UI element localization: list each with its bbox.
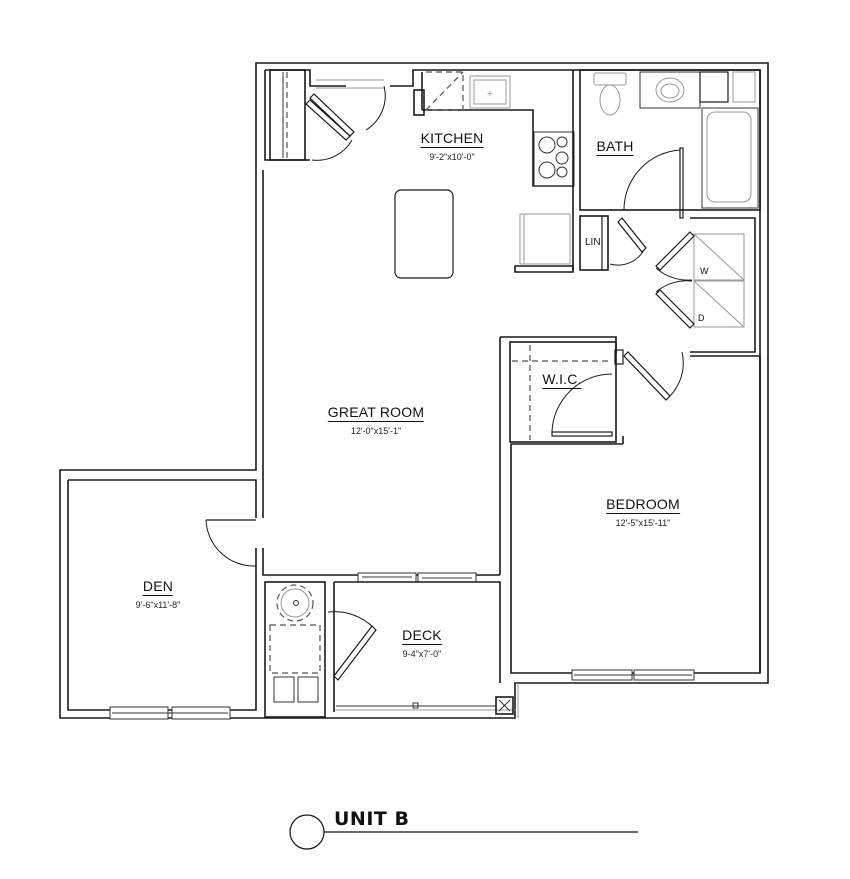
room-label-den: DEN 9'-6"x11'-8" <box>136 578 181 610</box>
room-label-linen: LIN. <box>585 237 604 248</box>
room-dimensions: 12'-0"x15'-1" <box>350 426 402 436</box>
room-label-wic: W.I.C. <box>542 371 582 389</box>
bath-door[interactable] <box>623 147 684 219</box>
room-label-great-room: GREAT ROOM 12'-0"x15'-1" <box>327 404 425 436</box>
wic-door[interactable] <box>551 373 613 437</box>
deck-door[interactable] <box>327 611 377 681</box>
den <box>109 706 231 720</box>
room-label-kitchen: KITCHEN 9'-2"x10'-0" <box>420 130 484 162</box>
bedroom <box>510 355 761 681</box>
exterior-walls <box>59 62 769 719</box>
walk-in-closet <box>499 336 624 575</box>
room-name: W.I.C. <box>542 371 582 389</box>
entry-closet <box>269 69 306 161</box>
bath <box>579 69 761 211</box>
room-name: GREAT ROOM <box>327 404 425 422</box>
room-label-bath: BATH <box>596 138 634 156</box>
mechanical-closet <box>264 581 326 718</box>
washer-label: W <box>700 266 709 276</box>
linen-closet <box>579 215 647 271</box>
room-dimensions: 9-4"x7'-0" <box>402 649 442 659</box>
unit-title-marker <box>289 814 638 850</box>
room-dimensions: 9'-2"x10'-0" <box>429 152 475 162</box>
room-name: BATH <box>596 138 634 156</box>
room-name: KITCHEN <box>420 130 484 148</box>
deck <box>333 581 519 718</box>
room-dimensions: 9'-6"x11'-8" <box>135 600 181 610</box>
room-label-deck: DECK 9-4"x7'-0" <box>402 627 442 659</box>
bedroom-door[interactable] <box>623 351 684 401</box>
unit-title: UNIT B <box>334 808 410 830</box>
room-name: DEN <box>142 578 174 596</box>
great-room-windows <box>357 572 477 583</box>
den-door[interactable] <box>205 519 257 567</box>
room-label-bedroom: BEDROOM 12'-5"x15'-11" <box>606 496 680 528</box>
kitchen: + <box>394 70 575 279</box>
dryer-label: D <box>698 313 705 323</box>
entry-door[interactable] <box>305 79 386 161</box>
room-name: DECK <box>402 627 442 645</box>
svg-text:+: + <box>487 89 494 98</box>
laundry-closet <box>655 217 756 353</box>
room-name: BEDROOM <box>606 496 680 514</box>
room-dimensions: 12'-5"x15'-11" <box>615 518 671 528</box>
